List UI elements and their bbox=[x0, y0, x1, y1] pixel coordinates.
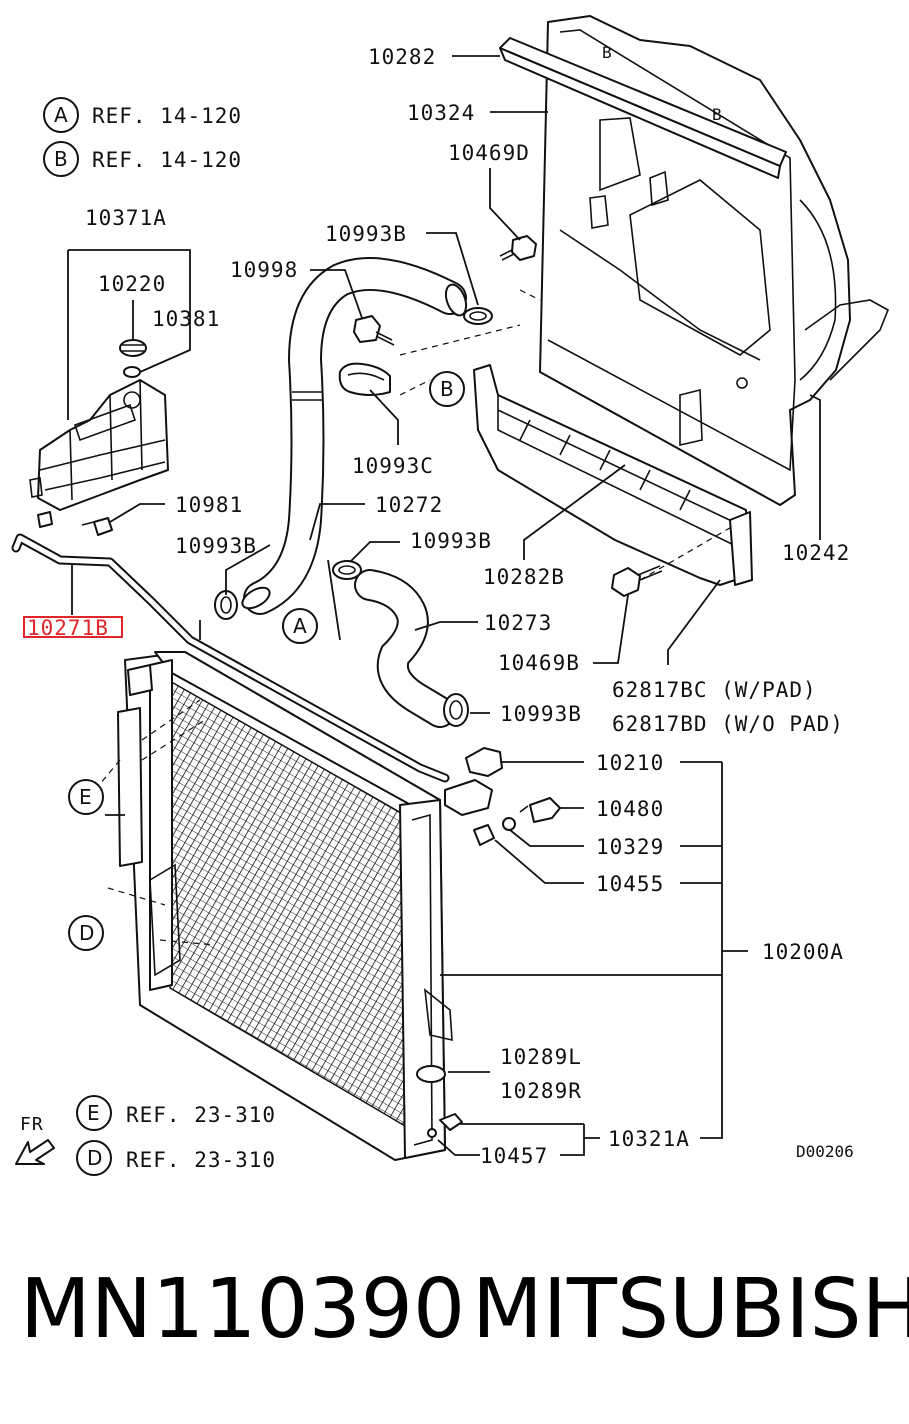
label-10242: 10242 bbox=[782, 541, 850, 565]
label-10480: 10480 bbox=[596, 797, 664, 821]
clamp-10993C bbox=[338, 362, 391, 396]
grommet-10289 bbox=[416, 1065, 446, 1083]
label-10998: 10998 bbox=[230, 258, 298, 282]
label-10469D: 10469D bbox=[448, 141, 530, 165]
overflow-hose-10271B bbox=[11, 533, 450, 783]
label-10381: 10381 bbox=[152, 307, 220, 331]
svg-text:A: A bbox=[293, 614, 307, 638]
ref-text-E: REF. 23-310 bbox=[126, 1103, 276, 1127]
bolt-10469D bbox=[499, 235, 537, 261]
brand-name: MITSUBISHI bbox=[472, 1262, 909, 1357]
ref-text-D: REF. 23-310 bbox=[126, 1148, 276, 1172]
front-arrow-icon: FR bbox=[15, 1114, 55, 1165]
clamp-10993B-low bbox=[443, 693, 469, 727]
label-10200A: 10200A bbox=[762, 940, 844, 964]
clamp-10993B-left bbox=[214, 590, 238, 620]
ref-circle-D: D bbox=[87, 1146, 102, 1170]
highlighted-part-10271B[interactable]: 10271B bbox=[23, 616, 123, 640]
callout-B: B bbox=[429, 371, 465, 407]
lower-hose-10273 bbox=[354, 569, 456, 728]
bolt-10469B bbox=[611, 565, 663, 597]
reference-legend-top: A REF. 14-120 B REF. 14-120 bbox=[43, 97, 242, 177]
label-10324: 10324 bbox=[407, 101, 475, 125]
svg-text:D: D bbox=[79, 921, 94, 945]
reservoir-tank bbox=[29, 379, 169, 528]
label-10289R: 10289R bbox=[500, 1079, 582, 1103]
label-10273: 10273 bbox=[484, 611, 552, 635]
svg-text:B: B bbox=[440, 377, 454, 401]
bushing-10455 bbox=[473, 824, 495, 846]
label-10993B-low: 10993B bbox=[500, 702, 582, 726]
callout-A: A bbox=[282, 608, 318, 644]
ref-text-B: REF. 14-120 bbox=[92, 148, 242, 172]
label-62817BD: 62817BD (W/O PAD) bbox=[612, 712, 844, 736]
drawing-code: D00206 bbox=[796, 1142, 854, 1161]
radiator-parts-diagram: B B bbox=[11, 15, 890, 1176]
radiator-10200A bbox=[107, 651, 453, 1161]
clamp-10993B-top bbox=[463, 307, 493, 325]
drain-plug-10480 bbox=[519, 797, 561, 823]
label-10371A: 10371A bbox=[85, 206, 167, 230]
gasket-10329 bbox=[502, 817, 516, 831]
svg-text:B: B bbox=[602, 43, 612, 62]
drain-cock-10457 bbox=[427, 1113, 463, 1138]
label-10457: 10457 bbox=[480, 1144, 548, 1168]
label-10469B: 10469B bbox=[498, 651, 580, 675]
label-10282: 10282 bbox=[368, 45, 436, 69]
reservoir-cap-10220 bbox=[119, 339, 147, 357]
label-10329: 10329 bbox=[596, 835, 664, 859]
part-labels: 10282 10324 10469D 10371A 10993B 10220 1… bbox=[85, 45, 850, 1168]
ref-circle-A: A bbox=[54, 103, 68, 127]
upper-seal-strip bbox=[499, 37, 787, 179]
fr-label: FR bbox=[20, 1114, 44, 1135]
ref-circle-E: E bbox=[87, 1101, 100, 1125]
label-10272: 10272 bbox=[375, 493, 443, 517]
part-number: MN110390 bbox=[20, 1262, 466, 1357]
label-10993C: 10993C bbox=[352, 454, 434, 478]
part-caption: MN110390 MITSUBISHI bbox=[0, 1262, 909, 1382]
label-10289L: 10289L bbox=[500, 1045, 582, 1069]
leader-lines bbox=[67, 55, 821, 1156]
reference-legend-bottom: E REF. 23-310 D REF. 23-310 bbox=[76, 1095, 276, 1176]
label-10220: 10220 bbox=[98, 272, 166, 296]
clamp-10993B-mid bbox=[332, 560, 362, 580]
label-10981: 10981 bbox=[175, 493, 243, 517]
o-ring-10381 bbox=[123, 366, 141, 378]
label-10282B: 10282B bbox=[483, 565, 565, 589]
ref-text-A: REF. 14-120 bbox=[92, 104, 242, 128]
bolt-10998 bbox=[353, 315, 395, 346]
screw-10981 bbox=[81, 517, 113, 536]
radiator-cap-10210 bbox=[444, 747, 503, 816]
fan-shroud: B B bbox=[539, 15, 890, 506]
label-10993B-mid: 10993B bbox=[410, 529, 492, 553]
ref-circle-B: B bbox=[54, 147, 68, 171]
svg-text:E: E bbox=[79, 785, 92, 809]
label-10210: 10210 bbox=[596, 751, 664, 775]
label-10271B: 10271B bbox=[27, 616, 109, 640]
svg-text:B: B bbox=[712, 105, 722, 124]
label-10455: 10455 bbox=[596, 872, 664, 896]
label-62817BC: 62817BC (W/PAD) bbox=[612, 678, 817, 702]
upper-hose-10272 bbox=[241, 257, 468, 615]
callout-D: D bbox=[68, 915, 104, 951]
label-10993B-top: 10993B bbox=[325, 222, 407, 246]
callout-E: E bbox=[68, 779, 104, 815]
label-10321A: 10321A bbox=[608, 1127, 690, 1151]
label-10993B-left: 10993B bbox=[175, 534, 257, 558]
